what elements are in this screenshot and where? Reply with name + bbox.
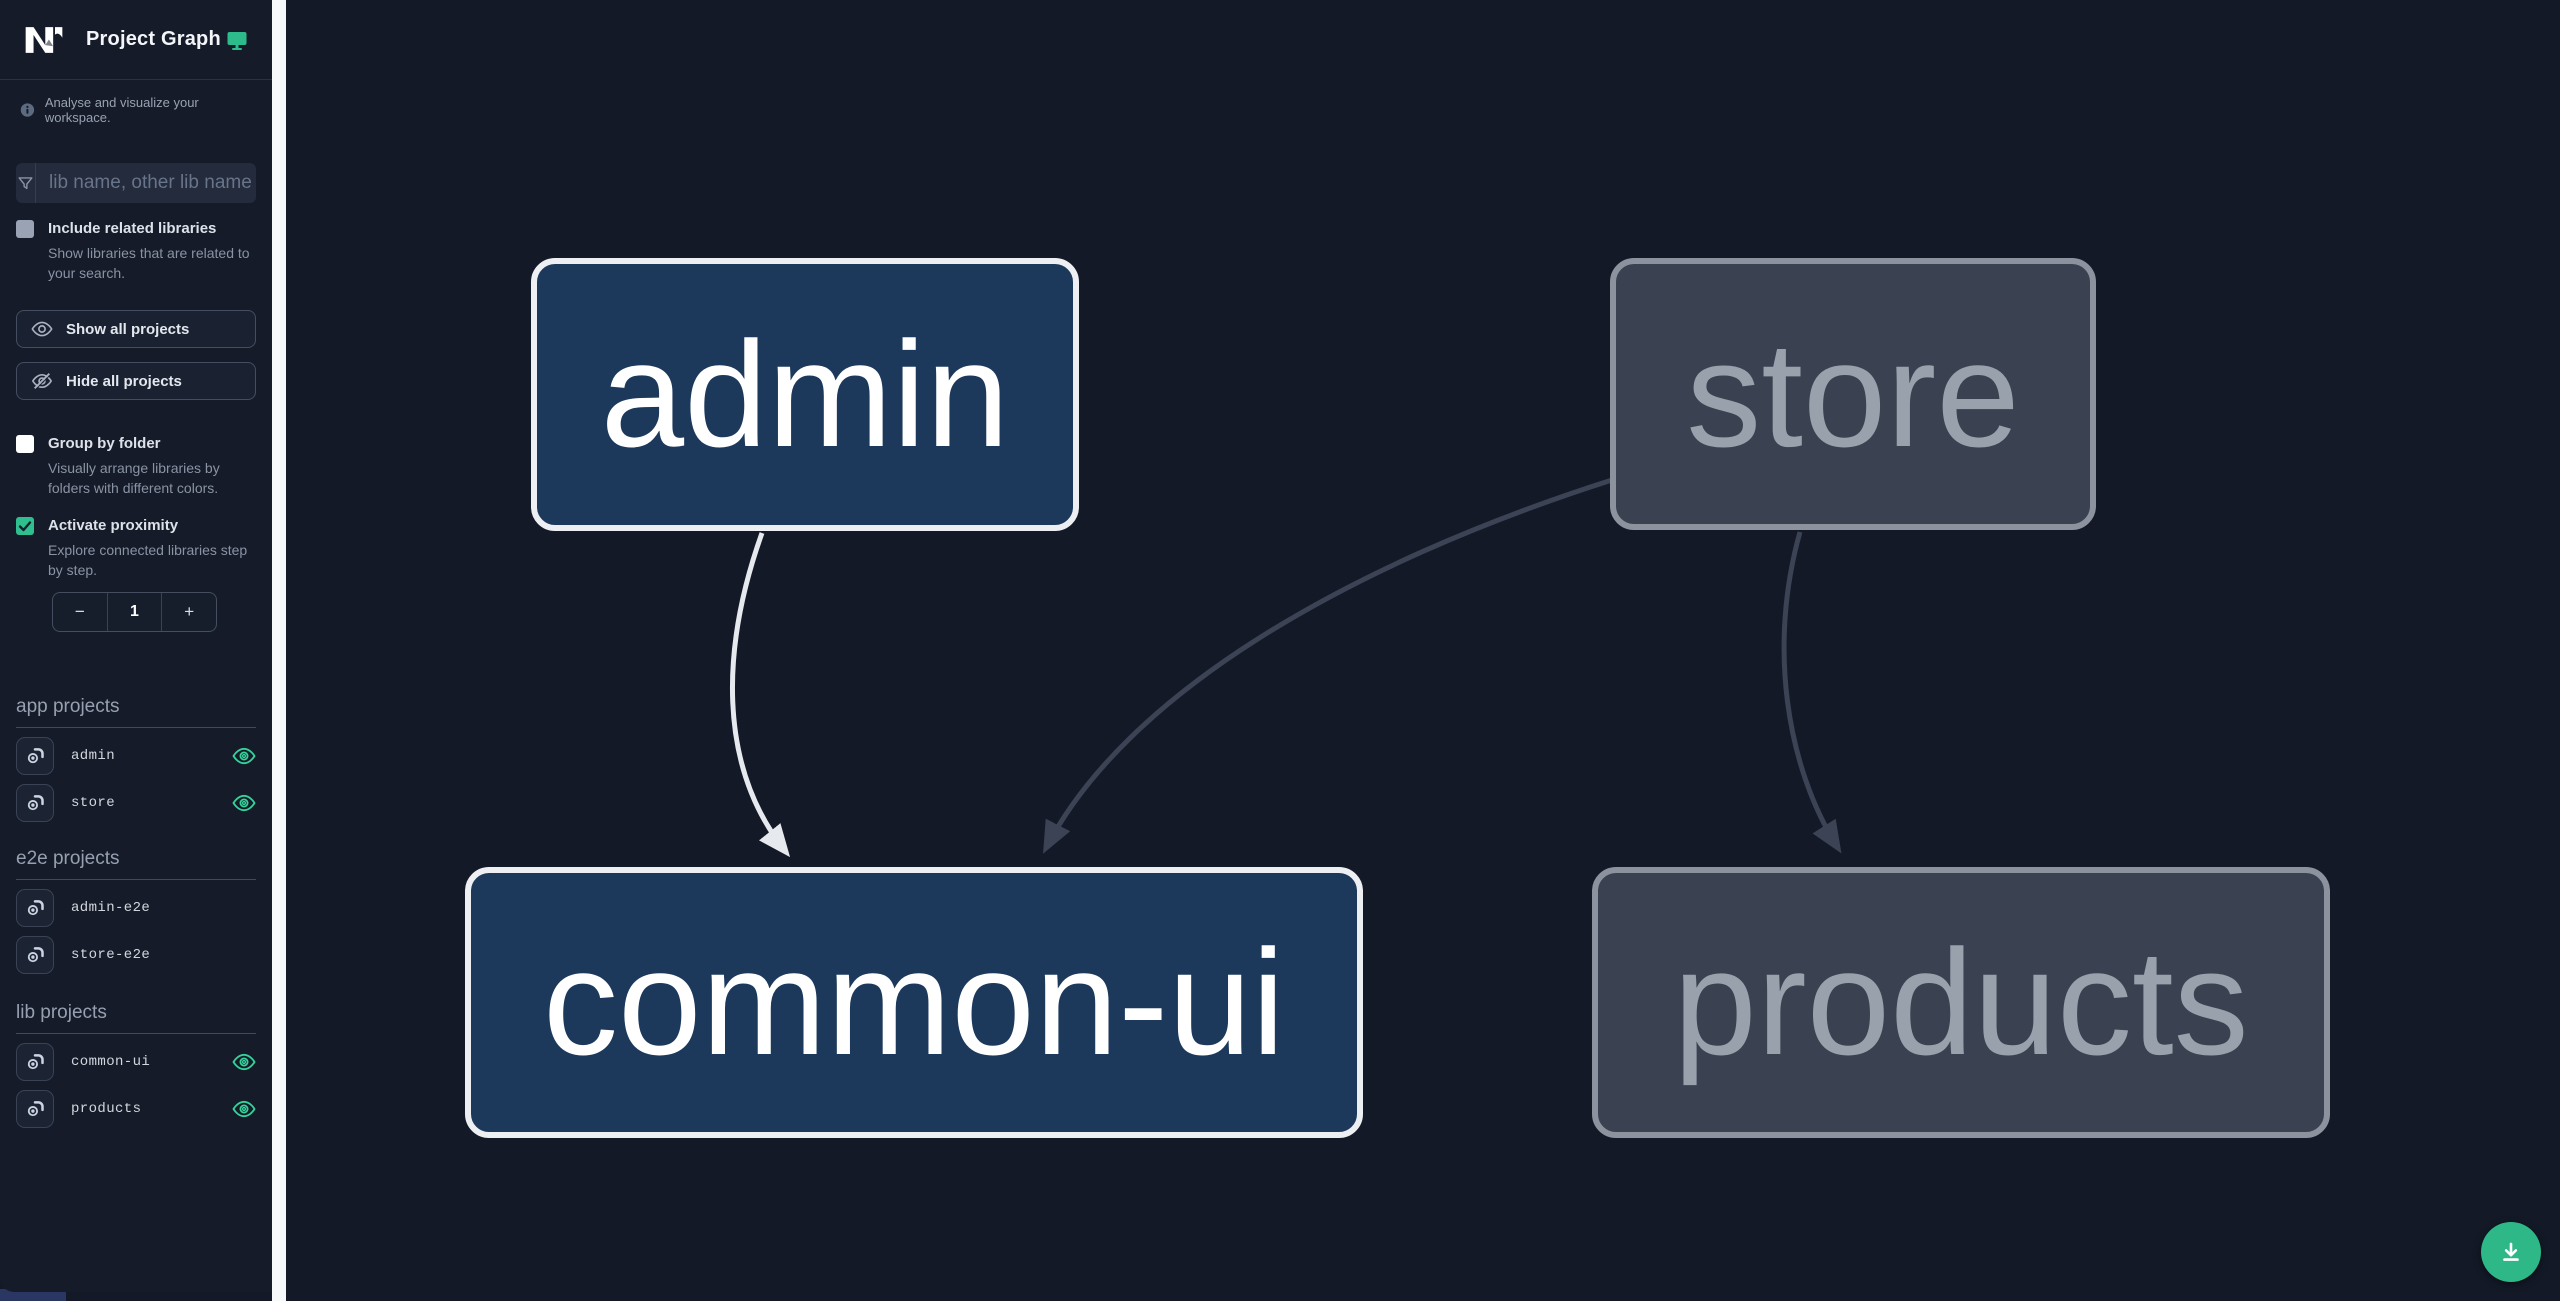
project-name: store-e2e bbox=[71, 947, 151, 964]
toggle-visibility-eye-icon[interactable] bbox=[232, 745, 256, 767]
eye-icon bbox=[31, 321, 53, 337]
focus-project-button[interactable] bbox=[16, 1090, 54, 1129]
filter-funnel-icon bbox=[18, 176, 33, 189]
project-name: admin bbox=[71, 748, 116, 765]
monitor-icon[interactable] bbox=[224, 28, 250, 52]
section-e2e-projects-header: e2e projects bbox=[16, 848, 256, 881]
hide-all-projects-button[interactable]: Hide all projects bbox=[16, 362, 256, 401]
edge-store-to-common-ui bbox=[1043, 477, 1613, 854]
focus-icon bbox=[27, 1101, 44, 1117]
graph-node-store[interactable]: store bbox=[1610, 258, 2096, 530]
proximity-value: 1 bbox=[106, 593, 163, 632]
download-graph-button[interactable] bbox=[2481, 1222, 2541, 1282]
show-all-projects-button[interactable]: Show all projects bbox=[16, 310, 256, 349]
eye-slash-icon bbox=[31, 373, 53, 390]
focus-icon bbox=[27, 795, 44, 811]
graph-node-admin-label: admin bbox=[600, 310, 1010, 478]
include-related-checkbox[interactable] bbox=[16, 220, 34, 238]
graph-node-admin[interactable]: admin bbox=[531, 258, 1079, 531]
info-icon bbox=[20, 103, 35, 117]
project-row-store: store bbox=[16, 784, 256, 823]
tagline-row: Analyse and visualize your workspace. bbox=[0, 80, 272, 137]
edge-store-to-products bbox=[1781, 531, 1842, 854]
group-by-folder-description: Visually arrange libraries by folders wi… bbox=[48, 459, 220, 496]
bottom-accent-strip bbox=[0, 1289, 66, 1301]
focus-icon bbox=[27, 1054, 44, 1070]
project-name: products bbox=[71, 1101, 142, 1118]
focus-icon bbox=[27, 947, 44, 963]
sidebar-header: Project Graph bbox=[0, 0, 272, 80]
download-icon bbox=[2503, 1242, 2519, 1261]
checkmark-icon bbox=[18, 521, 32, 532]
section-e2e-projects: e2e projects admin-e2e bbox=[16, 848, 256, 975]
section-app-projects: app projects admin bbox=[16, 696, 256, 823]
sidebar-scrollbar[interactable] bbox=[272, 0, 286, 1301]
search-box bbox=[16, 163, 256, 203]
filter-icon-cell bbox=[16, 163, 36, 203]
graph-node-products[interactable]: products bbox=[1592, 867, 2330, 1138]
activate-proximity-checkbox[interactable] bbox=[16, 517, 34, 536]
project-row-products: products bbox=[16, 1090, 256, 1129]
section-lib-projects: lib projects common-ui bbox=[16, 1002, 256, 1129]
group-by-folder-checkbox[interactable] bbox=[16, 435, 34, 454]
section-app-projects-header: app projects bbox=[16, 696, 256, 729]
toggle-visibility-eye-icon[interactable] bbox=[232, 792, 256, 814]
sidebar: Project Graph Analyse and visualize your… bbox=[0, 0, 272, 1292]
project-row-common-ui: common-ui bbox=[16, 1043, 256, 1082]
toggle-visibility-eye-icon[interactable] bbox=[232, 1098, 256, 1120]
focus-project-button[interactable] bbox=[16, 737, 54, 776]
app-title: Project Graph bbox=[86, 28, 221, 50]
project-name: store bbox=[71, 795, 116, 812]
activate-proximity-description: Explore connected libraries step by step… bbox=[48, 541, 248, 578]
hide-all-projects-label: Hide all projects bbox=[66, 372, 182, 390]
group-by-folder-label: Group by folder bbox=[48, 435, 161, 453]
proximity-stepper: − 1 + bbox=[52, 592, 217, 633]
project-name: admin-e2e bbox=[71, 900, 151, 917]
activate-proximity-option: Activate proximity Explore connected lib… bbox=[16, 516, 256, 580]
group-by-folder-option: Group by folder Visually arrange librari… bbox=[16, 434, 256, 498]
project-row-admin-e2e: admin-e2e bbox=[16, 889, 256, 928]
graph-node-common-ui-label: common-ui bbox=[543, 918, 1285, 1086]
toggle-visibility-eye-icon[interactable] bbox=[232, 1051, 256, 1073]
include-related-option: Include related libraries Show libraries… bbox=[16, 219, 256, 283]
focus-icon bbox=[27, 748, 44, 764]
graph-node-store-label: store bbox=[1686, 309, 2020, 478]
tagline-text: Analyse and visualize your workspace. bbox=[44, 95, 199, 125]
include-related-label: Include related libraries bbox=[48, 220, 217, 237]
search-input[interactable] bbox=[36, 163, 256, 203]
show-all-projects-label: Show all projects bbox=[66, 320, 190, 338]
focus-project-button[interactable] bbox=[16, 889, 54, 928]
activate-proximity-label: Activate proximity bbox=[48, 517, 179, 535]
graph-node-products-label: products bbox=[1673, 918, 2249, 1086]
graph-node-common-ui[interactable]: common-ui bbox=[465, 867, 1363, 1138]
focus-project-button[interactable] bbox=[16, 936, 54, 975]
include-related-description: Show libraries that are related to your … bbox=[48, 244, 250, 281]
focus-project-button[interactable] bbox=[16, 784, 54, 823]
focus-project-button[interactable] bbox=[16, 1043, 54, 1082]
focus-icon bbox=[27, 900, 44, 916]
proximity-increment-button[interactable]: + bbox=[184, 602, 195, 622]
edge-admin-to-common-ui bbox=[730, 532, 791, 858]
project-row-store-e2e: store-e2e bbox=[16, 936, 256, 975]
project-name: common-ui bbox=[71, 1054, 151, 1071]
nx-logo-icon bbox=[25, 26, 63, 53]
project-row-admin: admin bbox=[16, 737, 256, 776]
section-lib-projects-header: lib projects bbox=[16, 1002, 256, 1035]
proximity-decrement-button[interactable]: − bbox=[74, 602, 85, 622]
